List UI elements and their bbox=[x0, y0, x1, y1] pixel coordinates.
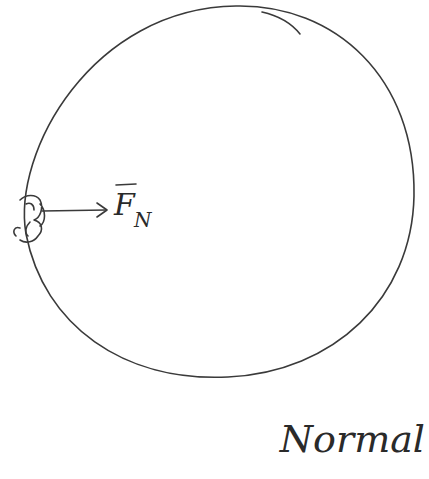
blob-outline bbox=[24, 6, 414, 377]
force-symbol: F bbox=[114, 190, 135, 220]
force-subscript: N bbox=[134, 210, 152, 230]
force-arrow-shaft bbox=[42, 210, 106, 211]
vector-bar bbox=[116, 184, 136, 185]
caption: Normal bbox=[280, 420, 425, 458]
overdraw-stroke bbox=[262, 12, 300, 34]
force-arrow-head bbox=[97, 203, 107, 217]
finger-sketch bbox=[14, 196, 45, 243]
